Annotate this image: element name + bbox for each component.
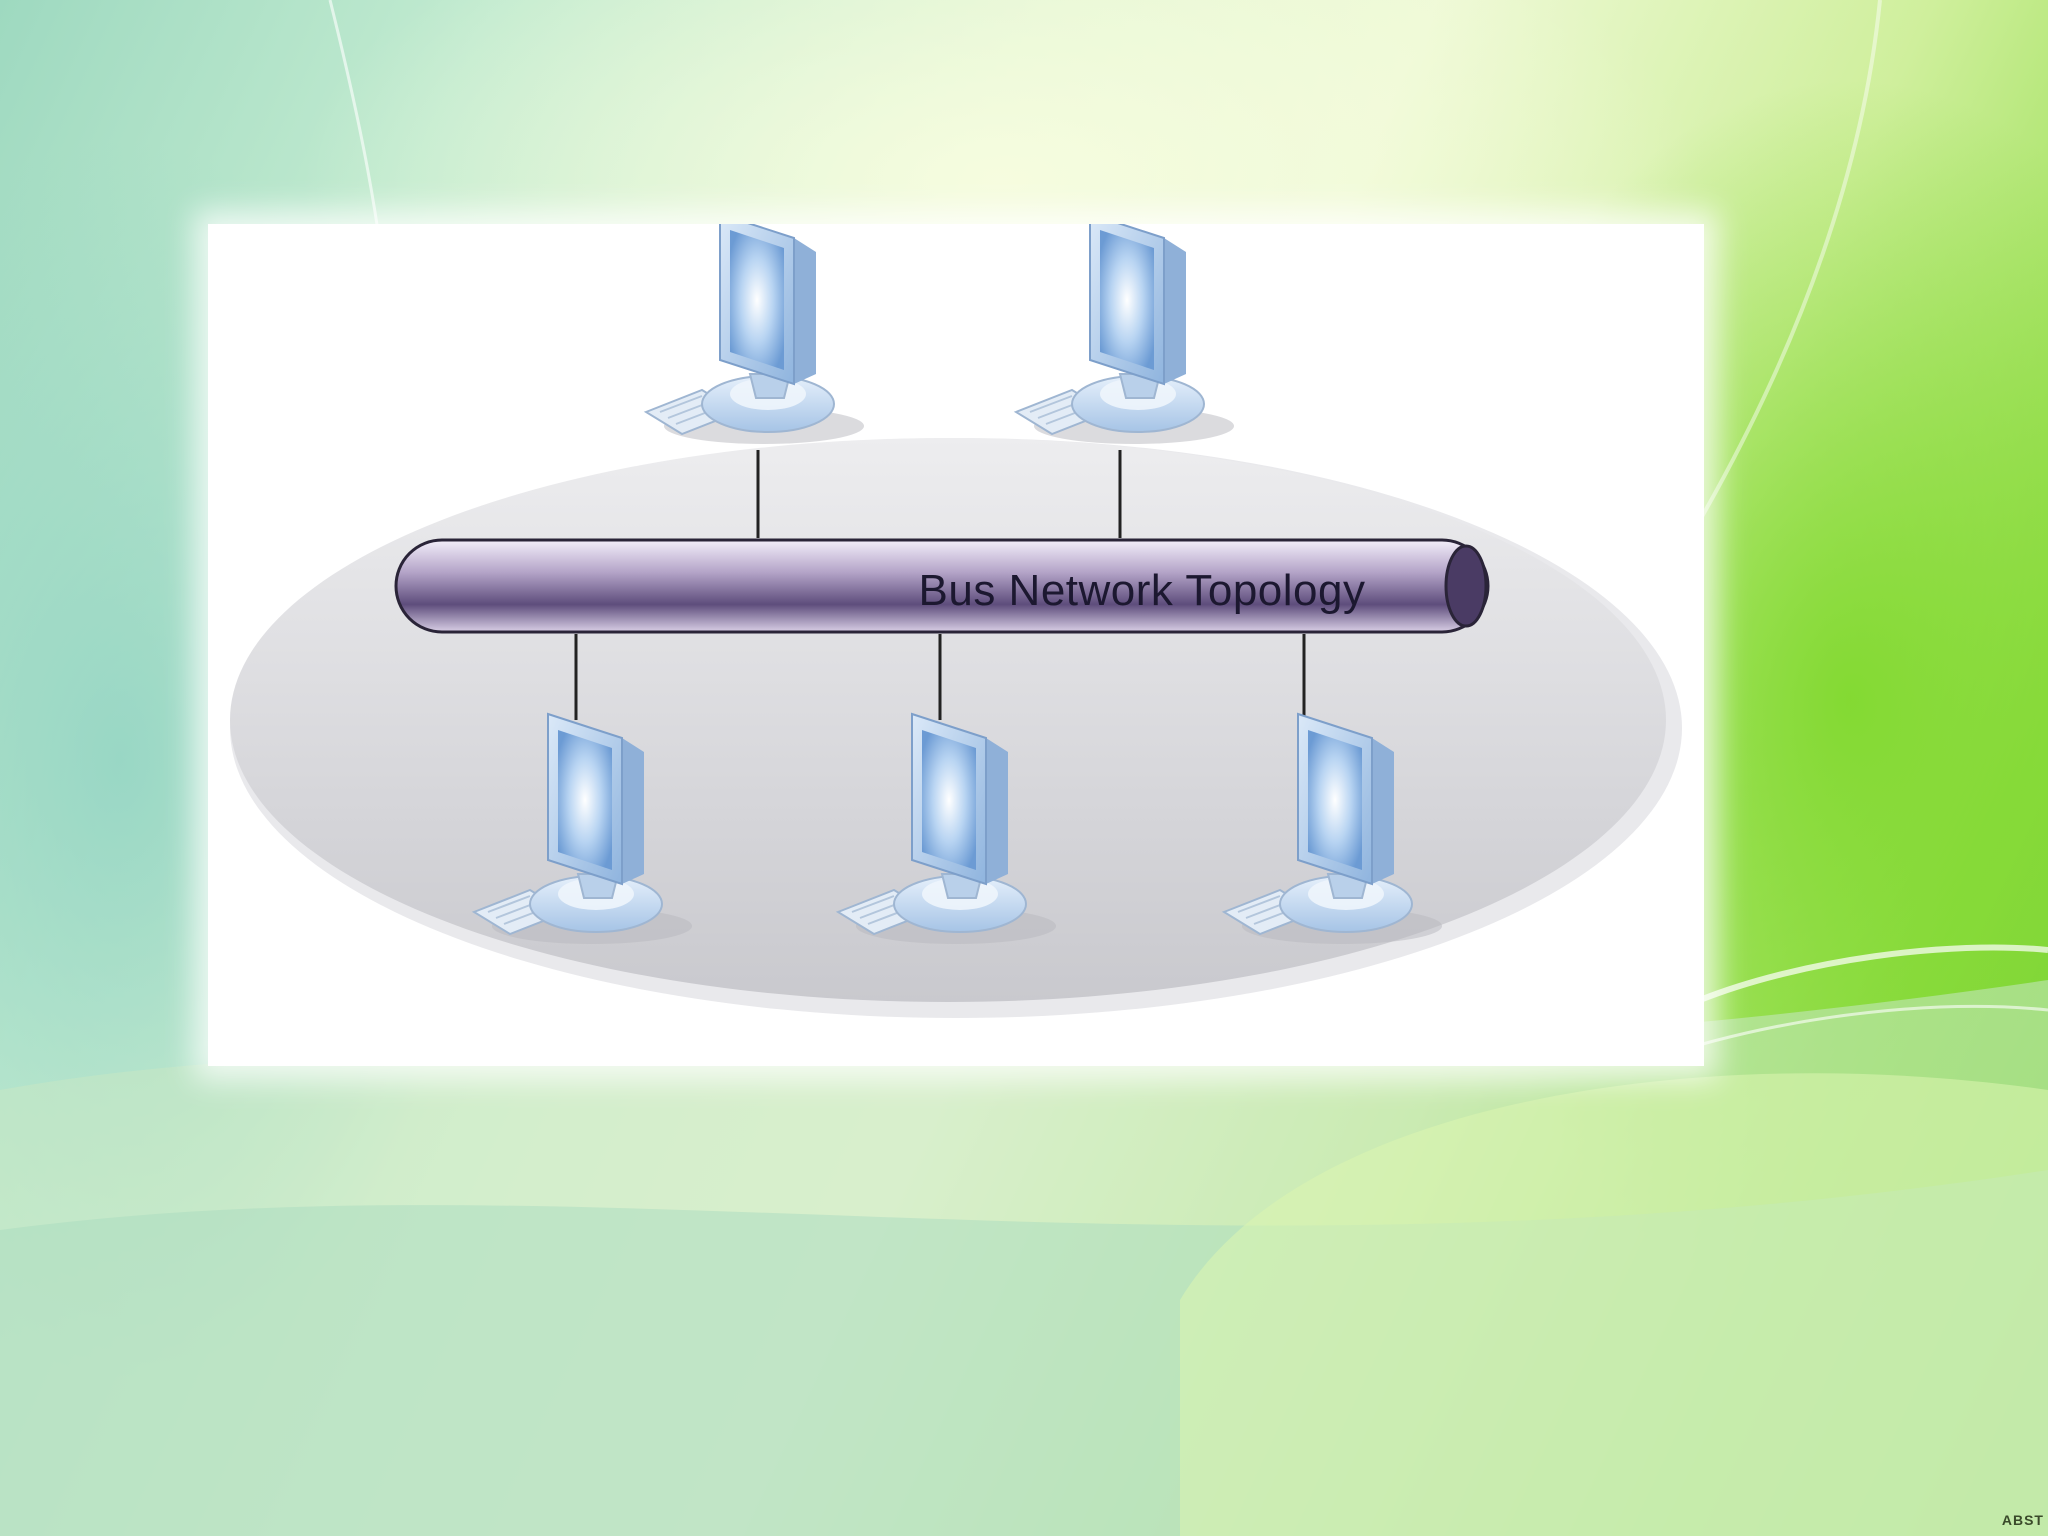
corner-watermark: ABST (2001, 1512, 2044, 1528)
desktop-computer-icon (1015, 224, 1235, 445)
diagram-panel: Bus Network Topology (208, 224, 1704, 1066)
bus-label: Bus Network Topology (918, 566, 1366, 615)
bus-topology-diagram (230, 224, 1682, 1018)
desktop-computer-icon (645, 224, 865, 445)
bus-cable (394, 538, 1490, 634)
